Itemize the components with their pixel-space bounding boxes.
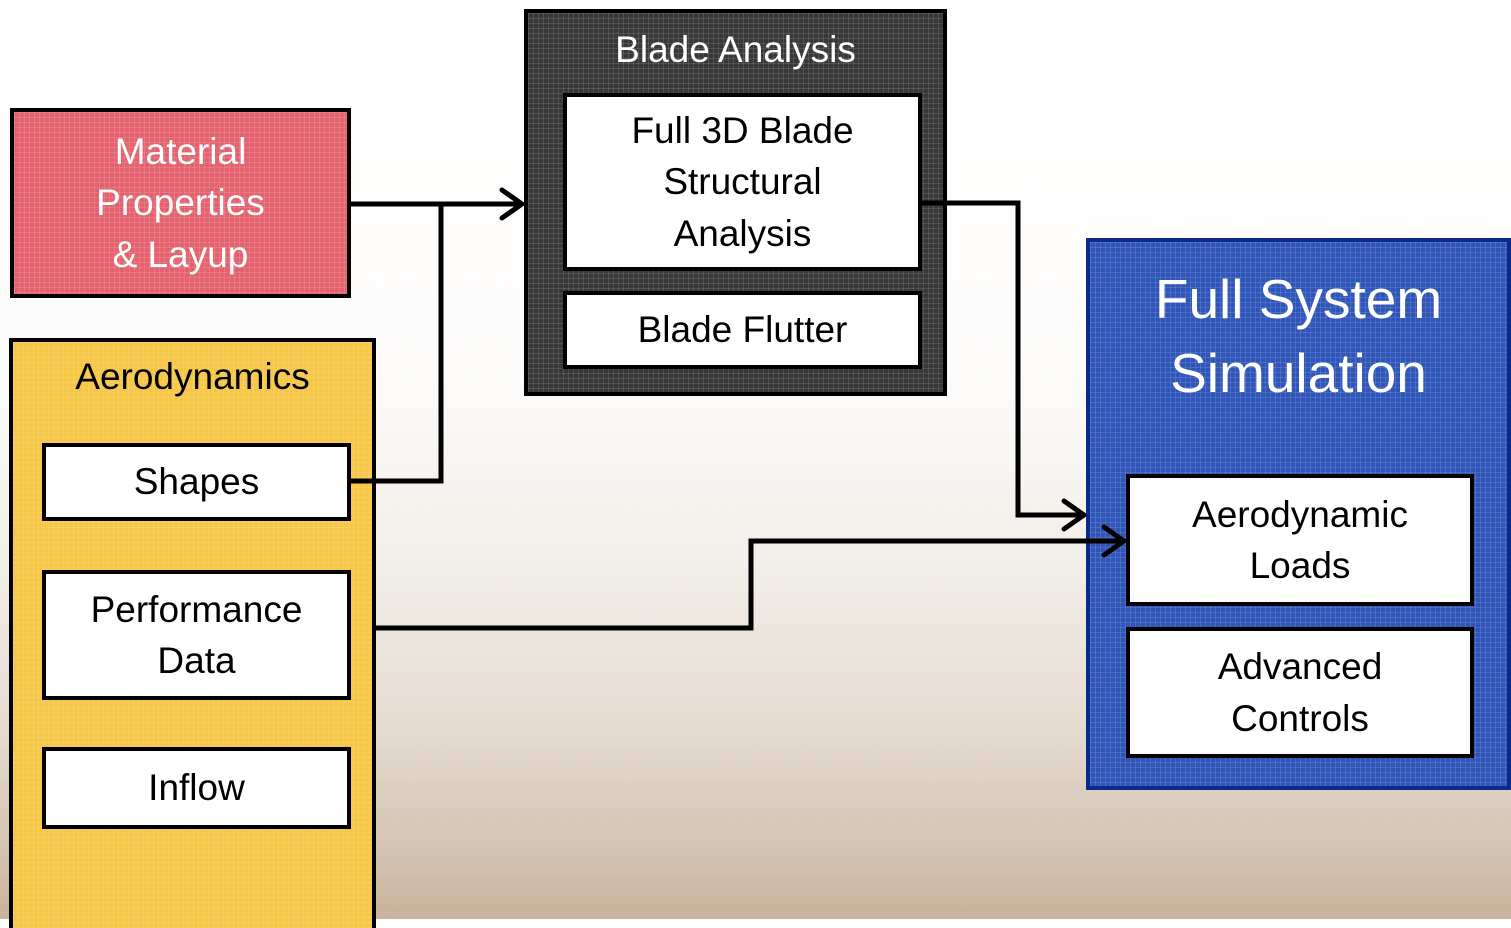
arrowhead-blade — [499, 187, 525, 221]
advanced-controls-box: Advanced Controls — [1126, 627, 1474, 758]
inflow-box: Inflow — [42, 747, 351, 829]
shapes-to-blade-connector — [351, 204, 444, 484]
full-system-simulation-title: Full System Simulation — [1154, 268, 1443, 405]
performance-to-loads-connector — [376, 538, 1120, 631]
material-properties-box: Material Properties & Layup — [10, 108, 351, 298]
arrowhead-loads-lower — [1101, 524, 1127, 558]
shapes-box: Shapes — [42, 443, 351, 521]
aerodynamics-title: Aerodynamics — [75, 356, 310, 397]
aerodynamic-loads-box: Aerodynamic Loads — [1126, 474, 1474, 606]
arrowhead-loads-upper — [1061, 498, 1087, 532]
blade-analysis-title: Blade Analysis — [615, 29, 856, 70]
full-3d-blade-structural-analysis-box: Full 3D Blade Structural Analysis — [563, 93, 922, 271]
blade-to-loads-connector — [922, 200, 1080, 518]
performance-data-box: Performance Data — [42, 570, 351, 700]
blade-flutter-box: Blade Flutter — [563, 291, 922, 369]
